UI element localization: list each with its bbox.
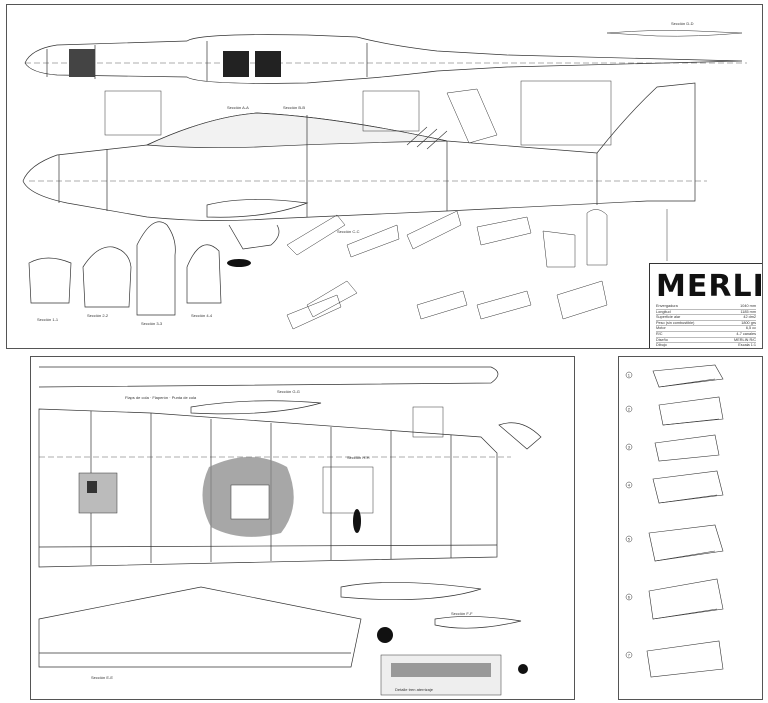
fuselage-plan-sheet: Sección 1-1 Sección 2-2 Sección 3-3 Secc… xyxy=(6,4,763,349)
section-2 xyxy=(82,246,132,308)
step-number: 1 xyxy=(628,372,631,377)
step-number: 5 xyxy=(628,536,631,541)
fuselage-drawing: Sección 1-1 Sección 2-2 Sección 3-3 Secc… xyxy=(22,21,747,330)
step-number: 7 xyxy=(628,652,631,657)
tailplane xyxy=(38,586,362,668)
gear-section-label: Sección G-G xyxy=(277,389,300,394)
wing-plan-sheet: Flaps de cola · Flaperón · Punta de cola… xyxy=(30,356,575,700)
section-1 xyxy=(28,257,72,304)
top-view-fuselage xyxy=(24,34,743,84)
tail-section-label: Sección D-D xyxy=(671,21,694,26)
section-4 xyxy=(186,244,222,304)
cowl-section-label: Sección C-C xyxy=(337,229,360,234)
step-number: 6 xyxy=(628,594,631,599)
detail-caption: Detalle tren aterrizaje xyxy=(395,687,434,692)
plan-title: MERLIN xyxy=(656,269,762,304)
step-number: 4 xyxy=(628,482,631,487)
section-b-label: Sección B-B xyxy=(283,105,305,110)
spec-row: Peso (sin combustible)1800 grs xyxy=(656,320,756,327)
section-4-label: Sección 4-4 xyxy=(191,313,213,318)
section-3-label: Sección 3-3 xyxy=(141,321,163,326)
section-2-label: Sección 2-2 xyxy=(87,313,109,318)
side-view-fuselage xyxy=(22,82,696,221)
tip-section-label: Sección E-E xyxy=(91,675,113,680)
wing-drawing: Flaps de cola · Flaperón · Punta de cola… xyxy=(38,366,542,696)
aileron-section-label: Sección H-H xyxy=(347,455,370,460)
steps-drawing: 1 2 3 4 5 6 7 xyxy=(625,364,724,678)
section-a-label: Sección A-A xyxy=(227,105,249,110)
flap-label: Flaps de cola · Flaperón · Punta de cola xyxy=(125,395,197,400)
wheel-section-label: Sección F-F xyxy=(451,611,473,616)
assembly-steps-sheet: 1 2 3 4 5 6 7 xyxy=(618,356,763,700)
section-1-label: Sección 1-1 xyxy=(37,317,59,322)
step-number: 3 xyxy=(628,444,631,449)
step-number: 2 xyxy=(628,406,631,411)
wing-leading-edge xyxy=(38,366,499,388)
section-3 xyxy=(136,221,176,316)
